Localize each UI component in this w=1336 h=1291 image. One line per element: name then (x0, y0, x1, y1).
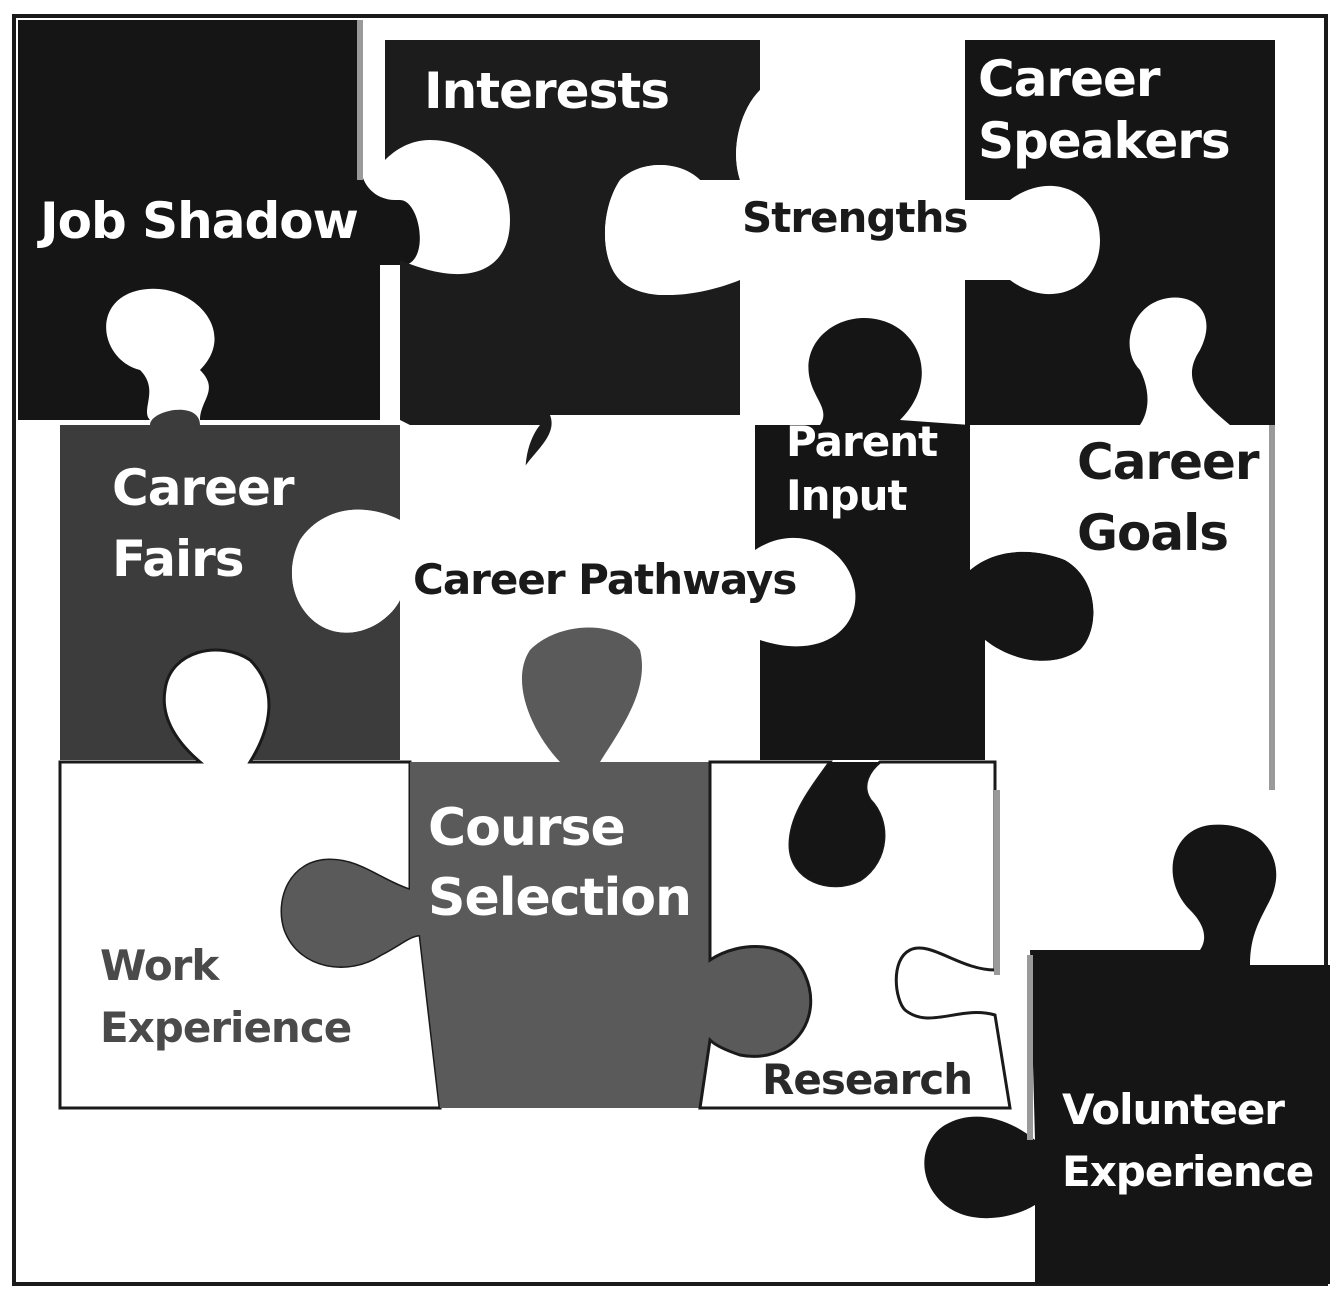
label-parent-input-2: Input (786, 471, 907, 520)
piece-career-speakers (965, 40, 1275, 425)
piece-strengths (605, 40, 1100, 420)
label-career-fairs-1: Career (112, 459, 295, 517)
label-interests: Interests (424, 62, 669, 120)
piece-volunteer-experience (924, 824, 1330, 1284)
label-research: Research (762, 1055, 972, 1104)
label-career-speakers-1: Career (978, 50, 1161, 108)
label-career-goals-1: Career (1077, 433, 1260, 491)
label-work-experience-1: Work (100, 941, 220, 990)
label-career-pathways: Career Pathways (413, 555, 796, 604)
label-course-selection-2: Selection (428, 868, 691, 928)
label-strengths: Strengths (742, 193, 967, 242)
label-career-fairs-2: Fairs (112, 530, 244, 588)
label-course-selection-1: Course (428, 798, 625, 858)
piece-job-shadow (18, 20, 420, 420)
label-work-experience-2: Experience (100, 1003, 351, 1052)
piece-course-selection (282, 627, 811, 1108)
label-job-shadow: Job Shadow (37, 192, 358, 250)
label-volunteer-experience-2: Experience (1062, 1147, 1313, 1196)
parent-input-knob (790, 762, 884, 886)
label-parent-input-1: Parent (786, 417, 938, 466)
piece-career-pathways (291, 425, 856, 760)
piece-parent-input (755, 318, 1094, 760)
piece-career-fairs (60, 409, 400, 760)
piece-interests (385, 40, 760, 480)
label-volunteer-experience-1: Volunteer (1062, 1085, 1285, 1134)
label-career-speakers-2: Speakers (978, 112, 1230, 170)
label-career-goals-2: Goals (1077, 504, 1228, 562)
piece-career-goals (970, 425, 1275, 790)
